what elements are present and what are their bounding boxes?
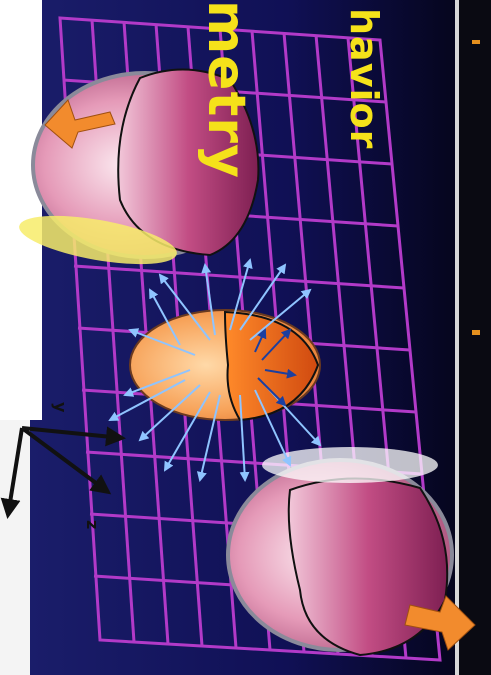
right-dark-strip bbox=[455, 0, 491, 675]
white-frame-line bbox=[455, 0, 459, 675]
axis-label-y: y bbox=[51, 402, 70, 413]
right-orange-mark-1 bbox=[472, 40, 480, 44]
caption-top: havior bbox=[342, 8, 386, 149]
axis-label-z: z bbox=[83, 520, 102, 529]
caption-bottom: metry bbox=[196, 0, 256, 179]
white-inset-panel bbox=[0, 0, 42, 420]
right-orange-mark-2 bbox=[472, 330, 480, 335]
central-fireball bbox=[130, 310, 320, 420]
